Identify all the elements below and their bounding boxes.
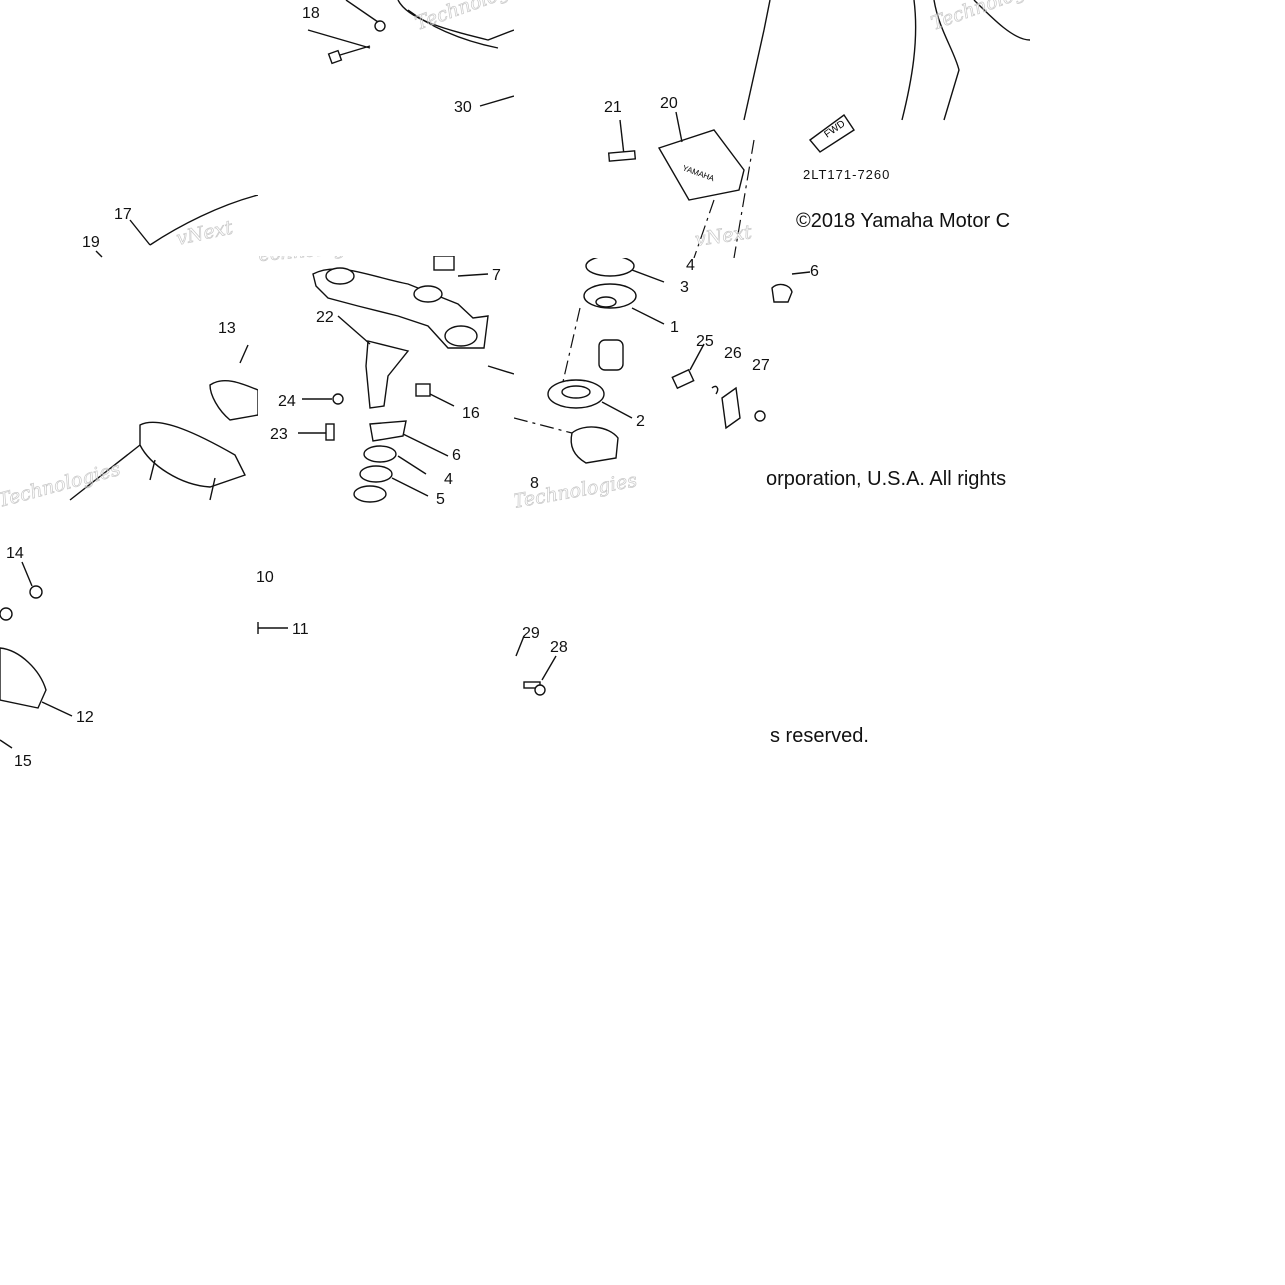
- callout-14: 14: [6, 545, 24, 562]
- part-code: 2LT171-7260: [803, 167, 890, 182]
- copyright-line-3: s reserved.: [770, 725, 869, 747]
- callout-2: 2: [636, 413, 645, 430]
- callout-21: 21: [604, 99, 622, 116]
- callout-15: 15: [14, 753, 32, 770]
- callout-22: 22: [316, 309, 334, 326]
- copyright-line-2: orporation, U.S.A. All rights: [766, 468, 1007, 490]
- callout-17: 17: [114, 206, 132, 223]
- callout-8: 8: [530, 475, 539, 492]
- watermark-text: Technologies: [412, 0, 514, 35]
- callout-18: 18: [302, 5, 320, 22]
- watermark-text: Technologies: [258, 256, 374, 267]
- tile-strip-right: 6: [770, 258, 830, 308]
- callout-11: 11: [292, 621, 309, 638]
- callout-4: 4: [686, 258, 695, 274]
- callout-13: 13: [218, 320, 236, 337]
- callout-29: 29: [522, 625, 540, 642]
- callout-25: 25: [696, 333, 714, 350]
- tile-top-left: 18 30 Technologies: [258, 0, 514, 256]
- callout-6: 6: [452, 447, 461, 464]
- tile-center: 7 22 24 16 23 6 4 5 Technologies: [258, 256, 514, 514]
- tile-top-right: YAMAHA FWD 21 20 2LT171-7260 vNext Techn…: [514, 0, 1030, 258]
- tile-mid-left: 17 19 13 vNext Technologies: [0, 195, 258, 515]
- callout-28: 28: [550, 639, 568, 656]
- callout-4: 4: [444, 471, 453, 488]
- watermark-text: vNext: [694, 221, 754, 251]
- tile-lower-mid: 10 11: [256, 560, 336, 640]
- callout-20: 20: [660, 95, 678, 112]
- watermark-text: vNext: [174, 216, 235, 249]
- callout-24: 24: [278, 393, 296, 410]
- callout-1: 1: [670, 319, 679, 336]
- callout-19: 19: [82, 234, 100, 251]
- tile-lower-left: 14 12 15: [0, 540, 120, 780]
- copyright-line-1: ©2018 Yamaha Motor C: [796, 210, 1011, 232]
- tile-lower-center: 29 28: [512, 610, 592, 710]
- callout-7: 7: [492, 267, 501, 284]
- watermark-text: Technologies: [928, 0, 1030, 35]
- callout-16: 16: [462, 405, 480, 422]
- tile-center-right: 4 3 1 25 26 27 2 8 Technologies: [514, 258, 770, 514]
- callout-10: 10: [256, 569, 274, 586]
- callout-30: 30: [454, 99, 472, 116]
- callout-6: 6: [810, 263, 819, 280]
- callout-26: 26: [724, 345, 742, 362]
- watermark-text: Technologies: [0, 458, 123, 512]
- callout-3: 3: [680, 279, 689, 296]
- callout-27: 27: [752, 357, 770, 374]
- callout-23: 23: [270, 426, 288, 443]
- callout-12: 12: [76, 709, 94, 726]
- callout-5: 5: [436, 491, 445, 508]
